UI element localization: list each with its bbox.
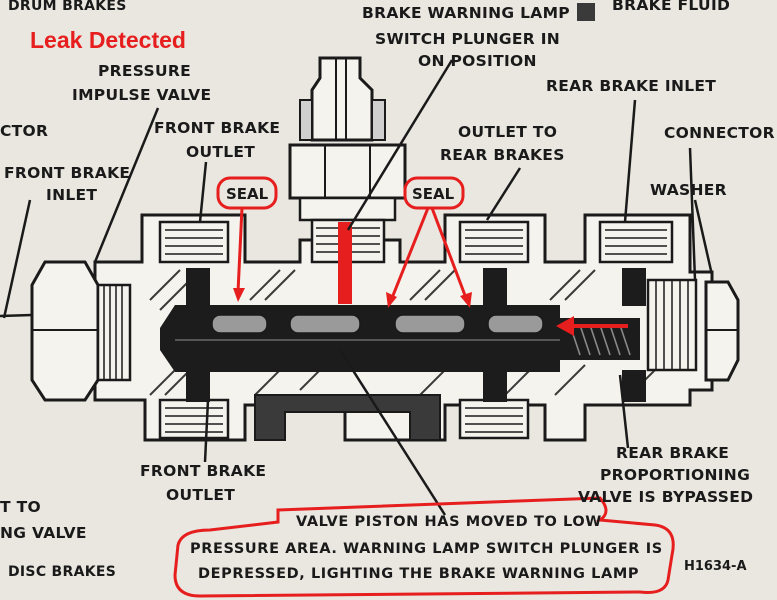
label-connector-right: CONNECTOR [664, 124, 775, 142]
label-warning-lamp-2: SWITCH PLUNGER IN [375, 30, 560, 48]
label-warning-lamp-1: BRAKE WARNING LAMP [362, 4, 570, 22]
label-impulse-valve: IMPULSE VALVE [72, 86, 211, 104]
seal-arrows [233, 207, 472, 308]
right-hex-fitting [646, 278, 740, 382]
figure-code: H1634-A [684, 559, 747, 574]
label-top-left-partial: DRUM BRAKES [8, 0, 127, 14]
status-label: Leak Detected [30, 27, 186, 53]
label-front-inlet-2: INLET [46, 186, 97, 204]
top-ports [158, 220, 674, 264]
flow-arrow [556, 316, 628, 336]
seal-left-circle [216, 176, 278, 210]
leader-lines [0, 59, 714, 516]
note-outline [173, 496, 675, 598]
note-line-2: PRESSURE AREA. WARNING LAMP SWITCH PLUNG… [190, 541, 663, 557]
label-rear-prop-2: PROPORTIONING [600, 466, 750, 484]
label-outlet-rear-2: REAR BRAKES [440, 146, 565, 164]
label-washer: WASHER [650, 181, 727, 199]
label-rear-prop-3: VALVE IS BYPASSED [578, 488, 753, 506]
left-hex-fitting [30, 260, 132, 402]
label-left-bottom-1: T TO [0, 498, 41, 516]
note-line-1: VALVE PISTON HAS MOVED TO LOW [296, 514, 602, 530]
label-front-outlet-top-1: FRONT BRAKE [154, 119, 280, 137]
label-front-outlet-bottom-2: OUTLET [166, 486, 235, 504]
seal-blocks [186, 268, 646, 402]
label-front-outlet-bottom-1: FRONT BRAKE [140, 462, 266, 480]
label-rear-inlet: REAR BRAKE INLET [546, 77, 716, 95]
label-pressure: PRESSURE [98, 62, 191, 80]
checker-icon [577, 3, 595, 21]
plunger-highlight [338, 222, 352, 304]
label-left-bottom-3: DISC BRAKES [8, 564, 116, 580]
seal-right-circle [403, 176, 465, 210]
center-bracket [254, 394, 441, 441]
label-front-inlet-1: FRONT BRAKE [4, 164, 130, 182]
label-rear-prop-1: REAR BRAKE [616, 444, 729, 462]
label-seal-left: SEAL [226, 185, 269, 203]
label-top-right-partial: BRAKE FLUID [612, 0, 730, 14]
note-line-3: DEPRESSED, LIGHTING THE BRAKE WARNING LA… [198, 566, 639, 582]
label-outlet-rear-1: OUTLET TO [458, 123, 557, 141]
label-warning-lamp-3: ON POSITION [418, 52, 537, 70]
bottom-ports [158, 398, 530, 440]
label-left-bottom-2: NG VALVE [0, 524, 87, 542]
label-seal-right: SEAL [412, 185, 455, 203]
piston-lands [211, 314, 544, 334]
label-front-outlet-top-2: OUTLET [186, 143, 255, 161]
label-connector-left: CTOR [0, 122, 48, 140]
